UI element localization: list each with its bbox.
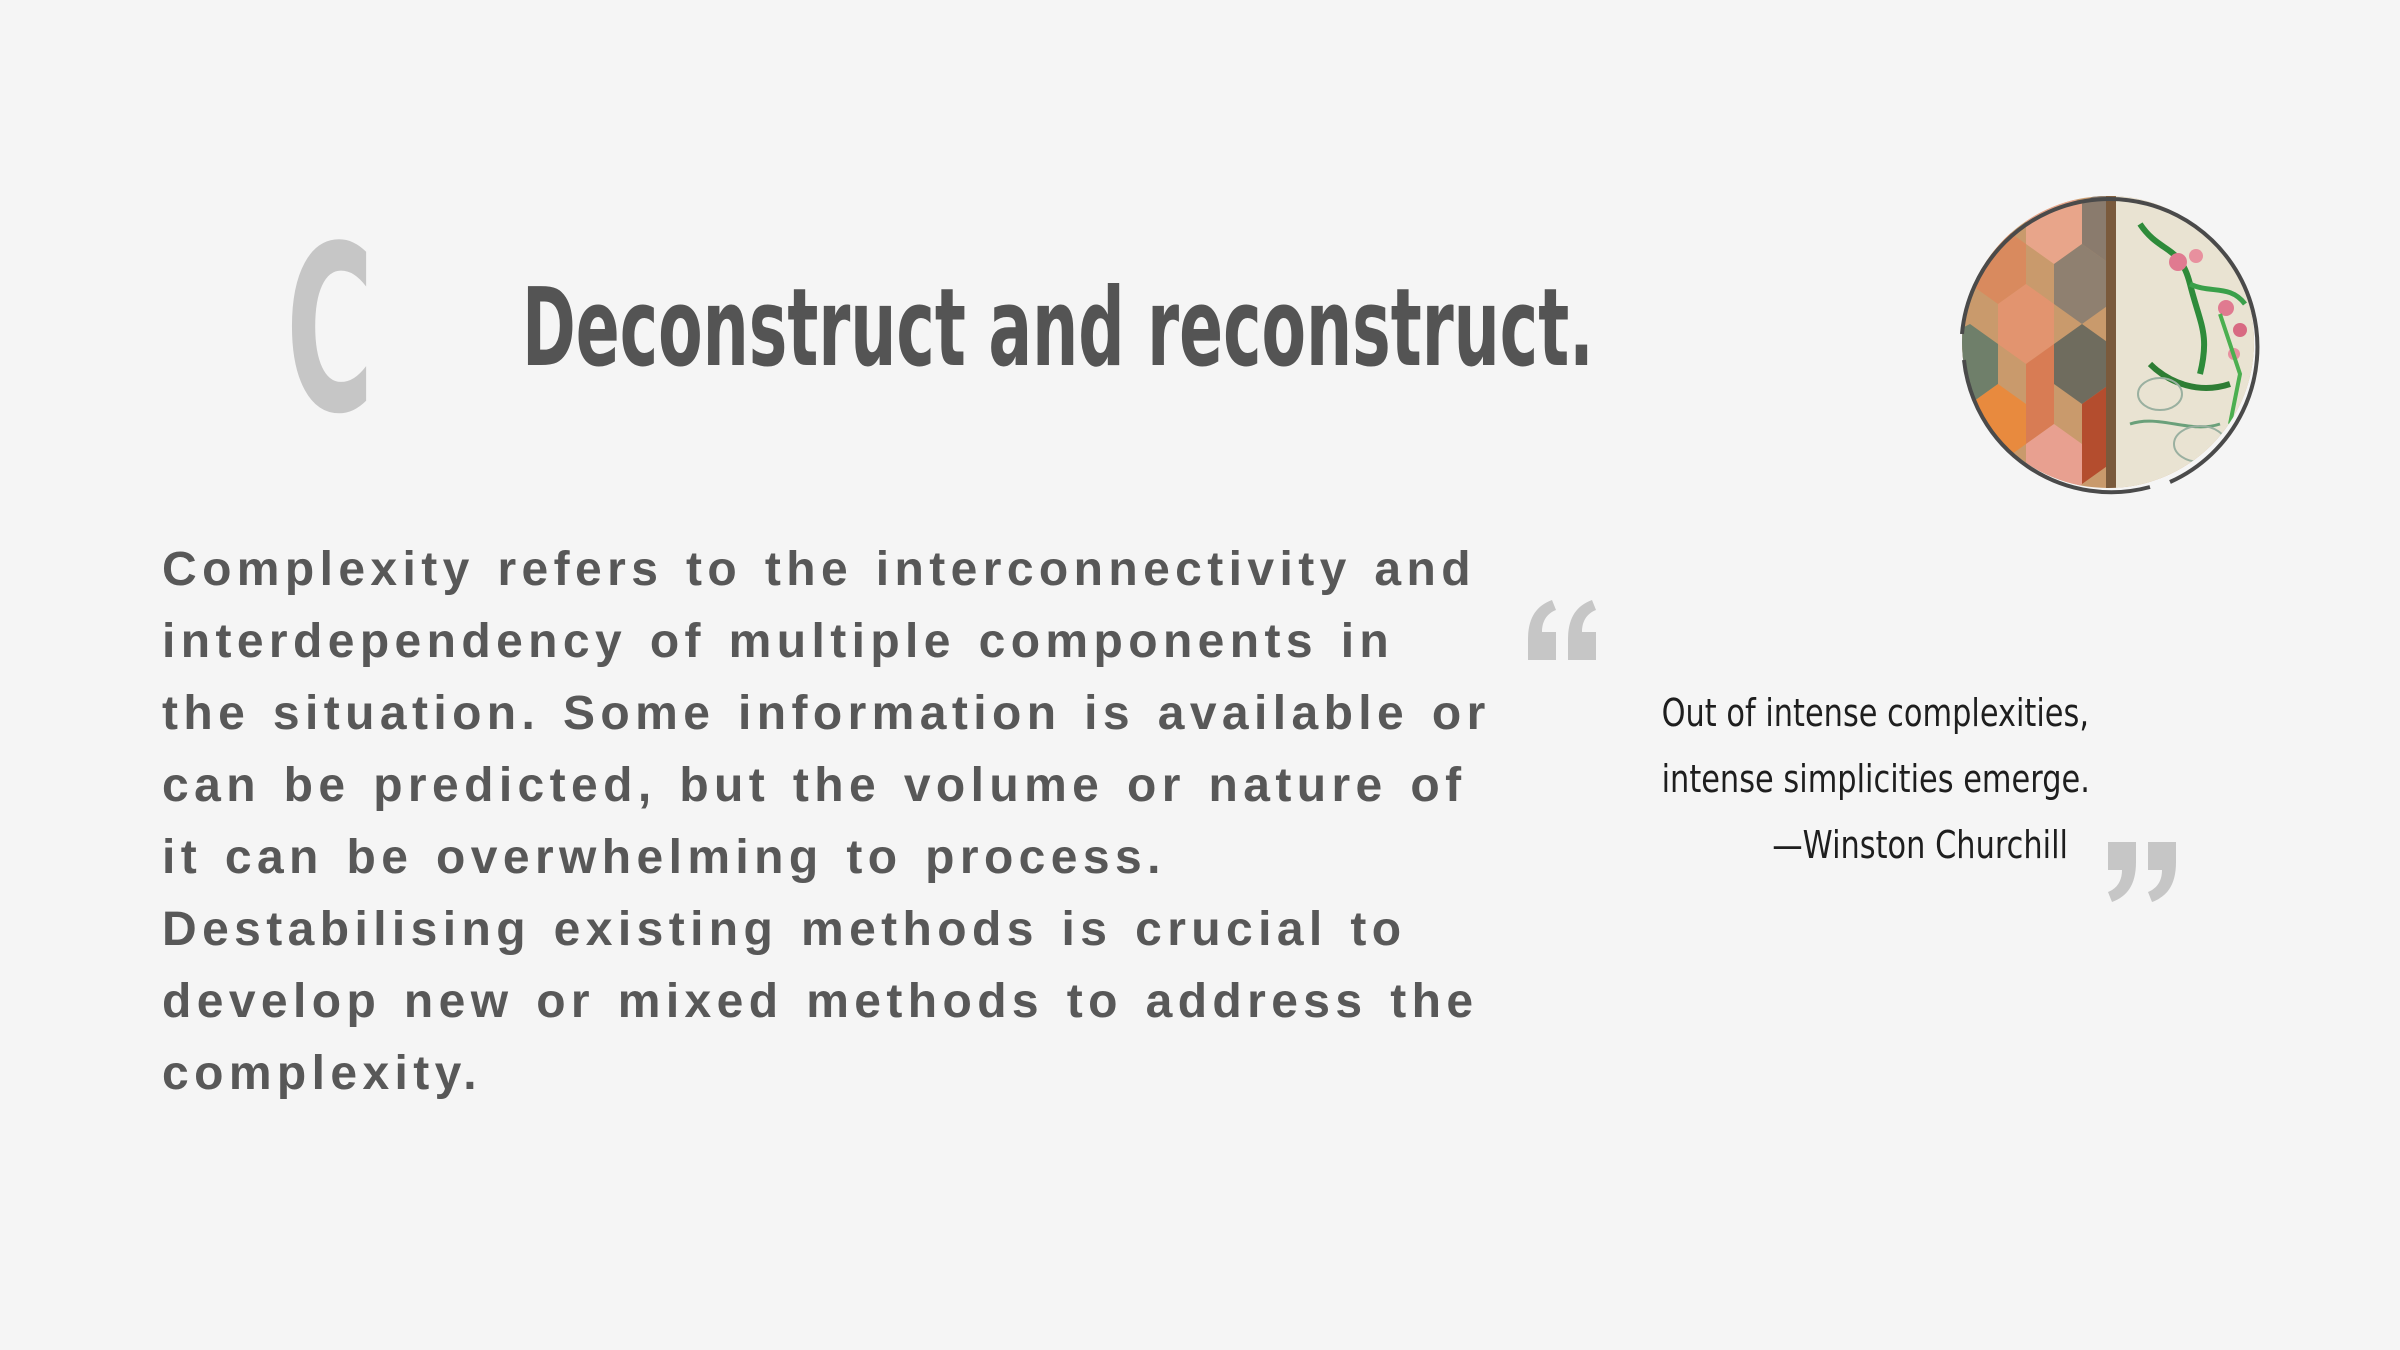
close-quote-icon: [2108, 842, 2176, 902]
quote-attribution: —Winston Churchill: [1772, 823, 2068, 867]
body-paragraph: Complexity refers to the interconnectivi…: [162, 543, 1491, 1100]
section-letter: C: [286, 198, 374, 465]
quote-line-1: Out of intense complexities,: [1661, 691, 2089, 735]
quote-line-2: intense simplicities emerge.: [1661, 757, 2090, 801]
quote: Out of intense complexities, intense sim…: [1560, 680, 2090, 878]
patchwork-quilt-photo: [1950, 184, 2266, 500]
open-quote-icon: [1528, 600, 1596, 660]
slide-title: Deconstruct and reconstruct.: [522, 266, 1594, 391]
